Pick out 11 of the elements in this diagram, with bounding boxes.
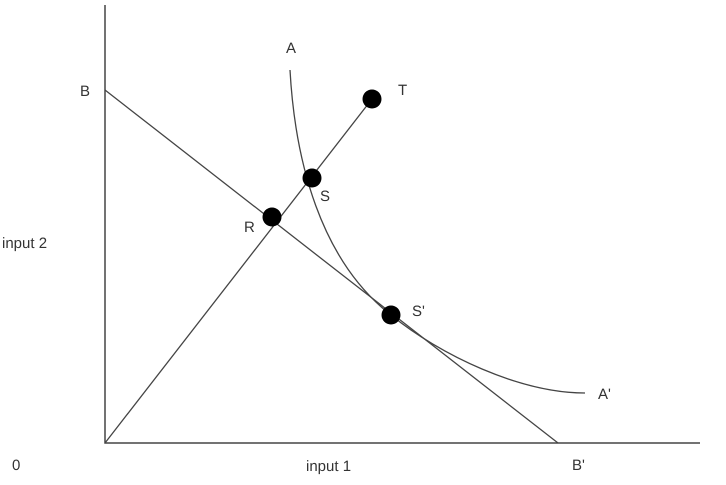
point-label: A' <box>598 387 611 402</box>
point-label: T <box>398 83 408 98</box>
axis-label: input 2 <box>2 236 48 251</box>
point-label: R <box>244 220 255 235</box>
point-label: A <box>286 41 296 56</box>
point-label: S' <box>412 304 425 319</box>
point-label: S <box>320 189 330 204</box>
axis-label: input 1 <box>306 459 352 474</box>
point-label: B' <box>572 458 585 473</box>
point-label: B <box>80 84 90 99</box>
point-label: 0 <box>12 458 20 473</box>
